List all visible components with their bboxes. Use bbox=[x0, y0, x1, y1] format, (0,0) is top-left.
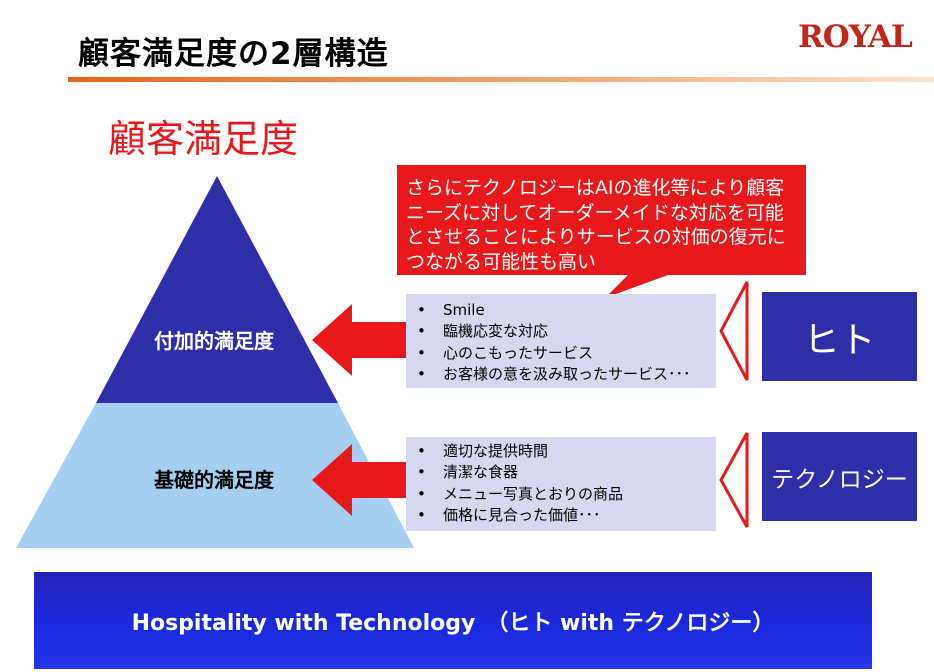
list-item: •Smile bbox=[406, 300, 716, 321]
lower-layer-label: 基礎的満足度 bbox=[154, 468, 275, 492]
list-item: •メニュー写真とおりの商品 bbox=[406, 484, 716, 505]
bullet-icon: • bbox=[417, 463, 426, 482]
section-heading: 顧客満足度 bbox=[108, 117, 299, 161]
basic-examples-box: •適切な提供時間 •清潔な食器 •メニュー写真とおりの商品 •価格に見合った価値… bbox=[406, 437, 716, 531]
royal-logo: ROYAL bbox=[798, 19, 913, 55]
callout-line: つながる可能性も高い bbox=[406, 250, 597, 273]
page-title: 顧客満足度の2層構造 bbox=[78, 36, 389, 72]
title-underline bbox=[68, 77, 934, 82]
pyramid-lower-layer bbox=[16, 403, 414, 548]
lower-red-arrow-icon bbox=[312, 444, 406, 516]
callout-line: さらにテクノロジーはAIの進化等により顧客 bbox=[406, 177, 785, 199]
callout-bubble bbox=[397, 165, 806, 298]
bullet-icon: • bbox=[417, 301, 426, 319]
list-item: •お客様の意を汲み取ったサービス･･･ bbox=[406, 364, 716, 385]
bullet-icon: • bbox=[417, 343, 426, 362]
lower-chevron-arrow-icon bbox=[719, 432, 749, 528]
upper-layer-label: 付加的満足度 bbox=[154, 329, 275, 353]
callout-line: とさせることによりサービスの対価の復元に bbox=[406, 226, 786, 248]
list-item: •臨機応変な対応 bbox=[406, 321, 716, 342]
bullet-icon: • bbox=[417, 484, 426, 503]
list-item: •清潔な食器 bbox=[406, 462, 716, 483]
upper-red-arrow-icon bbox=[312, 304, 406, 376]
bullet-icon: • bbox=[417, 364, 426, 383]
upper-chevron-arrow-icon bbox=[719, 281, 749, 381]
hito-box: ヒト bbox=[762, 292, 917, 381]
bullet-icon: • bbox=[417, 442, 426, 460]
list-item: •価格に見合った価値･･･ bbox=[406, 505, 716, 526]
hospitality-banner: Hospitality with Technology （ヒト with テクノ… bbox=[34, 572, 872, 669]
pyramid-upper-layer bbox=[96, 176, 338, 403]
technology-box: テクノロジー bbox=[762, 432, 917, 521]
list-item: •心のこもったサービス bbox=[406, 343, 716, 364]
bullet-icon: • bbox=[417, 505, 426, 524]
added-value-examples-box: •Smile •臨機応変な対応 •心のこもったサービス •お客様の意を汲み取った… bbox=[406, 294, 716, 388]
callout-line: ニーズに対してオーダーメイドな対応を可能 bbox=[406, 201, 784, 224]
callout-text: さらにテクノロジーはAIの進化等により顧客 ニーズに対してオーダーメイドな対応を… bbox=[406, 176, 796, 274]
list-item: •適切な提供時間 bbox=[406, 441, 716, 462]
bullet-icon: • bbox=[417, 322, 426, 341]
